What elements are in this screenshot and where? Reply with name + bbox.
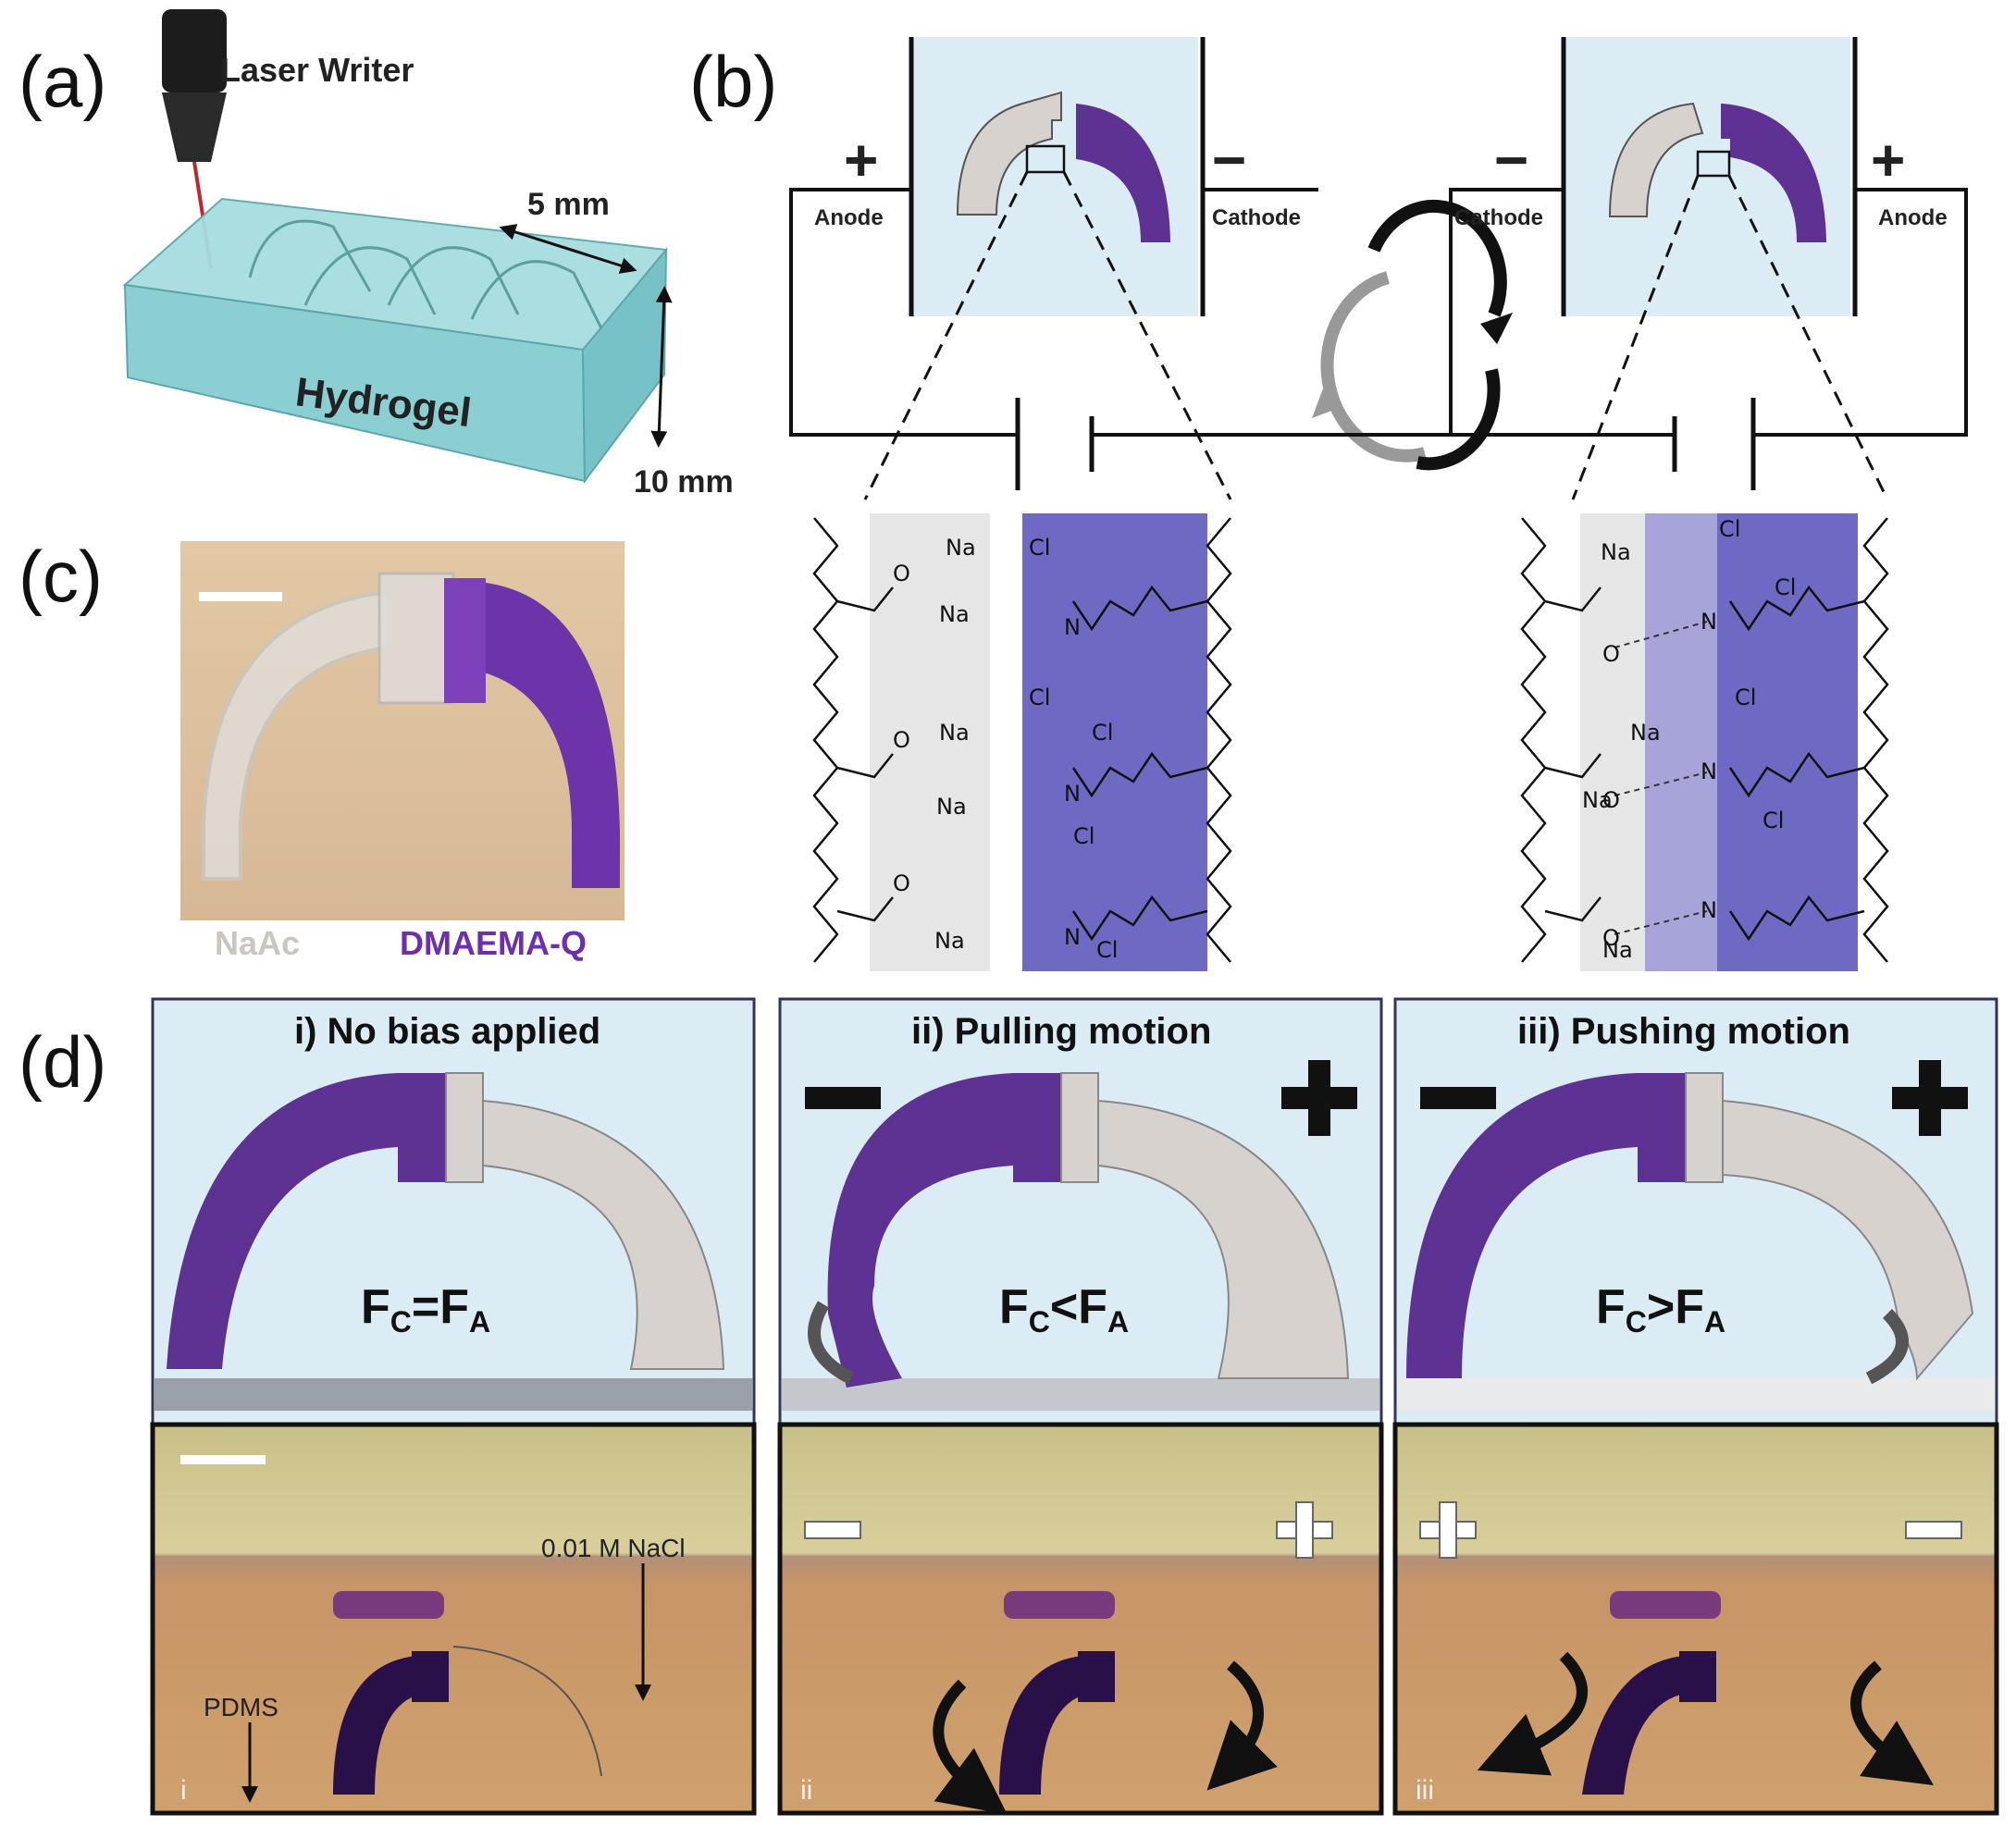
ion-cl: Cl	[1092, 720, 1113, 746]
atom-n: N	[1701, 609, 1717, 635]
svg-text:FC<FA: FC<FA	[999, 1280, 1129, 1339]
ion-na: Na	[1601, 539, 1631, 565]
schematic-iii: iii) Pushing motion FC>FA	[1393, 997, 1998, 1426]
schematic-title: iii) Pushing motion	[1517, 1011, 1850, 1052]
right-plus-sign: +	[1871, 127, 1905, 193]
schematic-title: i) No bias applied	[294, 1011, 600, 1052]
ion-cl: Cl	[1719, 516, 1740, 542]
atom-n: N	[1701, 897, 1717, 923]
naac-label: NaAc	[215, 924, 300, 962]
right-cathode-label: Cathode	[1454, 205, 1543, 230]
ion-cl: Cl	[1735, 685, 1756, 710]
ion-cl: Cl	[1029, 685, 1050, 710]
schematic-ii: ii) Pulling motion FC<FA	[778, 997, 1383, 1426]
force-c: F	[361, 1280, 390, 1334]
atom-o: O	[893, 561, 910, 586]
atom-n: N	[1064, 781, 1081, 807]
svg-text:FC>FA: FC>FA	[1596, 1280, 1725, 1339]
ion-cl: Cl	[1096, 937, 1118, 963]
panel-c: (c) NaAc DMAEMA-Q	[19, 536, 625, 962]
scale-bar	[180, 1455, 266, 1464]
photo-iii: iii	[1392, 1422, 1999, 1816]
atom-o: O	[1602, 787, 1620, 813]
left-anode-label: Anode	[814, 205, 884, 230]
svg-text:FC=FA: FC=FA	[361, 1280, 490, 1339]
panel-b: (b) + − Anode Cathode	[689, 37, 1968, 971]
schematic-i: i) No bias applied FC=FA	[151, 997, 756, 1426]
ion-na: Na	[1582, 787, 1613, 813]
force-relation: =	[412, 1280, 439, 1334]
height-dimension-arrow	[650, 286, 673, 448]
zoom-lines	[863, 171, 1889, 500]
atom-o: O	[893, 870, 910, 896]
atom-n: N	[1064, 614, 1081, 640]
left-cell	[789, 37, 1318, 490]
panel-a: (a) Laser Writer Hydrogel 5 mm 10 mm	[19, 9, 734, 500]
atom-o: O	[893, 727, 910, 753]
left-ion-labels: Na Na Na Na Na Cl Cl Cl Cl Cl N N N O O …	[893, 535, 1118, 963]
right-chemistry	[1520, 513, 1889, 971]
height-dimension-label: 10 mm	[634, 464, 734, 500]
ion-na: Na	[934, 928, 965, 954]
ion-na: Na	[1630, 720, 1661, 746]
photo-index: i	[180, 1775, 187, 1806]
ion-cl: Cl	[1762, 808, 1784, 833]
right-ion-labels: Na Na Na Na Cl Cl Cl Cl N N N O O O	[1582, 516, 1796, 963]
left-cathode-label: Cathode	[1212, 205, 1301, 230]
laser-writer-label: Laser Writer	[220, 51, 414, 89]
ion-cl: Cl	[1029, 535, 1050, 561]
atom-n: N	[1701, 759, 1717, 784]
ion-cl: Cl	[1775, 574, 1796, 600]
right-anode-label: Anode	[1878, 205, 1948, 230]
panel-a-label: (a)	[19, 41, 106, 122]
laser-writer-icon	[162, 9, 227, 269]
ion-na: Na	[946, 535, 976, 561]
left-plus-sign: +	[844, 127, 878, 193]
atom-o: O	[1602, 641, 1620, 667]
force-relation: <	[1050, 1280, 1078, 1334]
left-minus-sign: −	[1212, 127, 1246, 193]
photo-index: ii	[800, 1775, 812, 1806]
panel-c-label: (c)	[19, 536, 103, 617]
photo-index: iii	[1416, 1775, 1434, 1806]
scale-bar	[199, 592, 282, 601]
dmaema-arm	[449, 583, 620, 888]
panel-d-label: (d)	[19, 1021, 106, 1103]
photo-i: 0.01 M NaCl PDMS i	[150, 1422, 757, 1816]
left-chemistry	[812, 513, 1232, 971]
panel-b-label: (b)	[689, 41, 777, 122]
schematic-title: ii) Pulling motion	[911, 1011, 1211, 1052]
width-dimension-arrow	[499, 224, 637, 274]
pdms-label: PDMS	[204, 1693, 278, 1721]
right-minus-sign: −	[1494, 127, 1528, 193]
ion-cl: Cl	[1073, 823, 1095, 849]
force-relation: >	[1647, 1280, 1675, 1334]
atom-n: N	[1064, 924, 1081, 950]
photo-ii: ii	[777, 1422, 1384, 1816]
cycle-arrows-icon	[1312, 199, 1513, 471]
dmaema-label: DMAEMA-Q	[400, 924, 587, 962]
ion-na: Na	[939, 720, 970, 746]
right-cell	[1318, 37, 1968, 490]
ion-na: Na	[1602, 937, 1633, 963]
ion-na: Na	[939, 601, 970, 627]
panel-d: (d) i) No bias applied FC=FA ii) Pulling…	[19, 997, 1999, 1816]
ion-na: Na	[936, 794, 967, 820]
nacl-label: 0.01 M NaCl	[541, 1534, 686, 1562]
atom-o: O	[1602, 925, 1620, 951]
width-dimension-label: 5 mm	[527, 187, 610, 222]
naac-arm	[202, 589, 390, 881]
hydrogel-block	[122, 197, 668, 484]
